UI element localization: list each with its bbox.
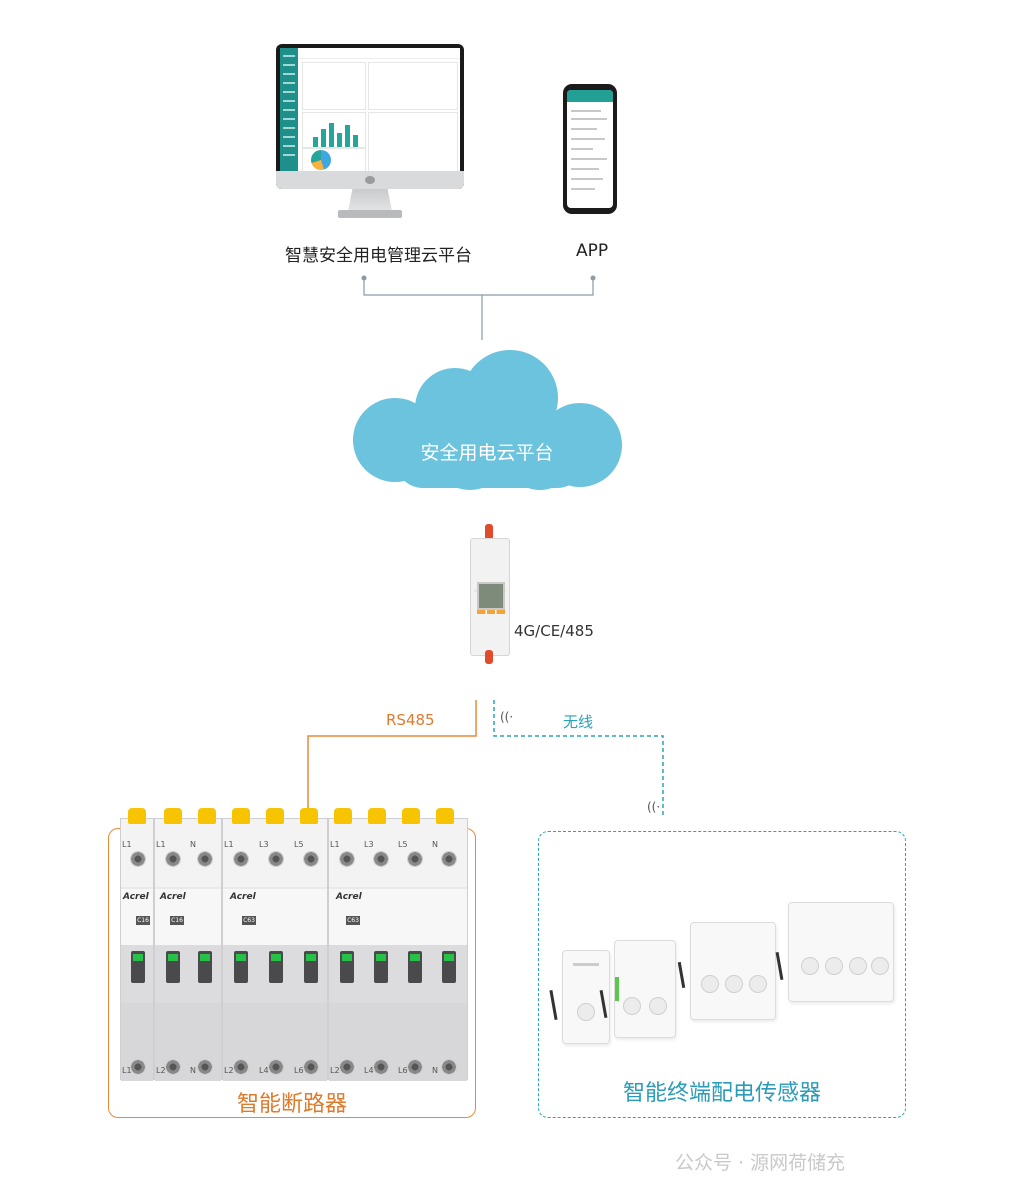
smart-breakers-image: L1 L1 N L1 L3 L5 L1 L3 L5 N Acrel Acrel … [120, 808, 468, 1081]
gateway-antenna-top [485, 524, 493, 540]
terminal-label: L2 [156, 1066, 166, 1075]
gateway-display [477, 582, 505, 610]
dashboard-card [368, 62, 458, 110]
breaker-module [328, 818, 468, 1081]
watermark: 公众号 · 源网荷储充 [675, 1152, 846, 1174]
phone-app-header [567, 90, 613, 102]
cloud-shape [353, 350, 622, 490]
terminal-label: L3 [259, 840, 269, 849]
app-phone [563, 84, 617, 214]
sensor-device [690, 922, 776, 1020]
sensor-device [788, 902, 894, 1002]
terminal-label: L2 [224, 1066, 234, 1075]
dashboard-card [302, 62, 366, 110]
sensor-title: 智能终端配电传感器 [622, 1081, 821, 1106]
terminal-label: L2 [330, 1066, 340, 1075]
dashboard-pie-card [302, 148, 366, 171]
monitor-base [338, 210, 402, 218]
monitor-frame [276, 44, 464, 189]
platform-label: 智慧安全用电管理云平台 [285, 246, 472, 266]
wireless-signal-icon: ((· [500, 710, 514, 724]
monitor-screen [280, 48, 460, 171]
gateway-device [470, 524, 510, 664]
phone-screen [567, 90, 613, 208]
breaker-module [222, 818, 328, 1081]
breaker-module [154, 818, 222, 1081]
terminal-label: N [432, 1066, 438, 1075]
terminal-label: L3 [364, 840, 374, 849]
breaker-module [120, 818, 154, 1081]
terminal-label: L4 [364, 1066, 374, 1075]
terminal-label: L1 [330, 840, 340, 849]
terminal-label: L4 [259, 1066, 269, 1075]
breaker-rating: C63 [346, 916, 360, 925]
wireless-line [493, 700, 664, 815]
breaker-brand: Acrel [160, 892, 186, 902]
breaker-rating: C16 [136, 916, 150, 925]
breaker-brand: Acrel [336, 892, 362, 902]
terminal-label: N [190, 840, 196, 849]
rs485-label: RS485 [386, 711, 435, 729]
apple-logo-icon [365, 176, 375, 184]
breaker-rating: C16 [170, 916, 184, 925]
terminal-label: L1 [156, 840, 166, 849]
sensor-group-frame [538, 831, 906, 1118]
dashboard-topbar [298, 48, 460, 59]
rs485-line [307, 700, 477, 815]
breaker-brand: Acrel [123, 892, 149, 902]
terminal-label: L1 [122, 1066, 132, 1075]
terminal-label: L5 [294, 840, 304, 849]
breaker-brand: Acrel [230, 892, 256, 902]
platform-monitor [276, 44, 464, 222]
platform-link-dot [361, 275, 367, 281]
terminal-label: L1 [224, 840, 234, 849]
gateway-buttons [477, 610, 505, 614]
monitor-stand [348, 189, 392, 211]
app-link-dot [590, 275, 596, 281]
terminal-label: N [432, 840, 438, 849]
breaker-rating: C63 [242, 916, 256, 925]
terminal-label: N [190, 1066, 196, 1075]
cloud-label: 安全用电云平台 [420, 442, 554, 464]
terminal-label: L6 [398, 1066, 408, 1075]
app-label: APP [576, 241, 609, 261]
dashboard-sidebar [280, 48, 298, 171]
platform-link-line [363, 278, 594, 296]
terminal-label: L6 [294, 1066, 304, 1075]
breaker-title: 智能断路器 [236, 1092, 347, 1117]
gateway-label: 4G/CE/485 [514, 622, 594, 640]
terminal-label: L5 [398, 840, 408, 849]
terminal-label: L1 [122, 840, 132, 849]
gateway-antenna-bottom [485, 650, 493, 664]
wireless-signal-icon: ((· [647, 800, 661, 814]
wireless-label: 无线 [563, 713, 594, 731]
sensor-device [614, 940, 676, 1038]
dashboard-map-card [368, 112, 458, 171]
dashboard-chart-card [302, 112, 366, 148]
